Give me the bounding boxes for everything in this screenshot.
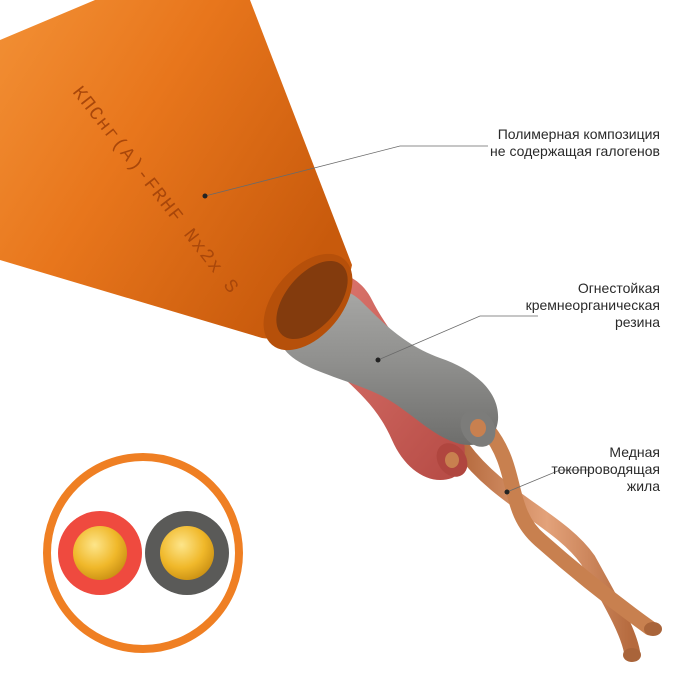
callout-sheath-line-1: Полимерная композиция [497, 126, 660, 142]
callout-sheath-line-2: не содержащая галогенов [490, 143, 660, 159]
callout-conductor-line-2: токопроводящая [551, 461, 660, 477]
callout-insulation-material: Огнестойкая кремнеорганическая резина [526, 280, 660, 331]
callout-conductor-line-3: жила [626, 478, 660, 494]
cross-section [43, 453, 243, 653]
sheath-body [0, 0, 352, 339]
copper-conductors [454, 422, 662, 662]
leader-line-insulation [377, 315, 538, 361]
callout-insulation-line-3: резина [614, 314, 660, 330]
insulated-cores [278, 271, 499, 481]
callout-insulation-line-1: Огнестойкая [577, 280, 660, 296]
callout-sheath-material: Полимерная композиция не содержащая гало… [490, 126, 660, 160]
leader-line-copper [506, 469, 590, 493]
cross-section-red-conductor [73, 526, 127, 580]
copper-wire-left [454, 440, 640, 660]
callout-conductor-material: Медная токопроводящая жила [551, 444, 660, 495]
gray-insulation [278, 287, 499, 445]
sheath-cut-inner [276, 260, 348, 340]
callout-conductor-line-1: Медная [609, 444, 660, 460]
cross-section-gray-conductor [160, 526, 214, 580]
leader-line-sheath [204, 145, 488, 197]
callout-insulation-line-2: кремнеорганическая [525, 297, 660, 313]
outer-sheath: КПСнг(А)-FRHF Nx2x S [0, 0, 353, 351]
cross-section-sheath [43, 453, 243, 653]
leader-lines [202, 145, 590, 495]
copper-wire-right [480, 422, 658, 636]
